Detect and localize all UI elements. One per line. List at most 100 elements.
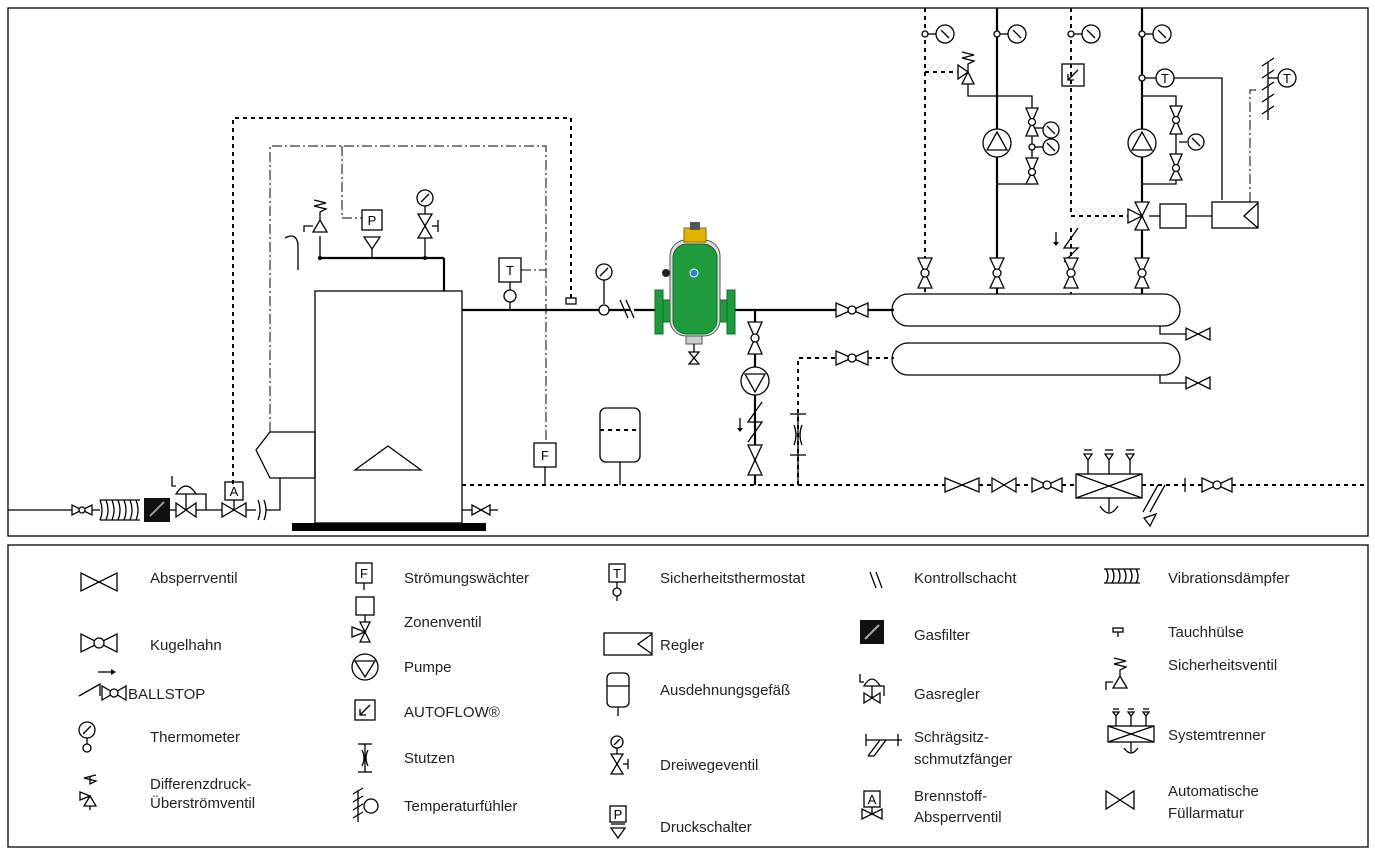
legend-frame [7,544,1369,848]
gas-regulator-icon [171,476,207,519]
legend-icon-schraegsitz [865,734,902,757]
svg-text:T: T [1283,71,1291,86]
legend-label: Tauchhülse [1168,624,1244,641]
legend-label: Vibrationsdämpfer [1168,570,1289,587]
zone-valve-icon [1127,201,1187,231]
legend-label: Temperaturfühler [404,798,517,815]
legend-icon-autoflow [354,699,376,721]
thermometer-icon [416,189,434,207]
pressure-switch-icon [362,236,382,251]
vibration-damper-icon [99,499,139,521]
gate-valve-icon [746,444,764,462]
ball-valve-icon [71,503,93,517]
legend-icon-ballstop [78,669,127,702]
inspection-check-icon [625,299,635,319]
temperature-sensor-icon: T [1261,57,1297,120]
three-way-valve-icon [416,224,434,239]
thermometer-icon [1081,24,1101,44]
system-separator-icon [1075,449,1143,514]
ball-valve-icon [747,321,763,355]
legend-label: BALLSTOP [128,686,205,703]
legend-label: schmutzfänger [914,751,1012,768]
legend-label: Automatische [1168,783,1259,800]
ball-valve-icon [1031,476,1063,494]
legend-icon-kontrollschacht [869,571,883,589]
ballstop-icon [746,401,764,443]
ballstop-icon [1062,227,1080,263]
burner [255,431,316,479]
legend-label: Kugelhahn [150,637,222,654]
legend-label: Sicherheitsventil [1168,657,1277,674]
legend-icon-kugelhahn [80,632,118,654]
legend-icon-zonenventil [351,596,375,643]
ball-valve-icon [471,503,498,517]
controller-icon [1186,201,1259,229]
gate-valve-icon [944,477,980,493]
ball-valve-icon [916,257,1006,289]
legend-label: Gasregler [914,686,980,703]
legend-icon-stroemungswaechter: F [355,562,373,590]
air-dirt-separator [654,222,736,365]
autoflow-icon [1061,63,1085,87]
legend-label: AUTOFLOW® [404,704,500,721]
ball-valve-icon [1201,476,1233,494]
legend-icon-gasregler [859,674,885,705]
thermometer-icon [595,263,613,316]
legend-label: Systemtrenner [1168,727,1266,744]
ball-valve-icon [1133,257,1151,289]
legend-icon-brennstoff: A [861,790,883,821]
legend-icon-differenzdruck [79,774,98,810]
legend-icon-thermometer [78,721,96,753]
svg-text:A: A [868,792,877,807]
legend-icon-regler [603,632,653,656]
svg-text:T: T [506,263,514,278]
legend-label: Thermometer [150,729,240,746]
diagram-frame [7,7,1369,537]
legend-label: Schrägsitz- [914,729,989,746]
gate-valve-icon [991,476,1017,494]
legend-icon-systemtrenner [1107,708,1155,754]
legend-icon-ausdehnungsgefaess [606,672,630,716]
legend-label: Dreiwegeventil [660,757,758,774]
legend-label: Brennstoff- [914,788,987,805]
legend-label: Kontrollschacht [914,570,1017,587]
legend-icon-fuellarmatur [1105,789,1135,811]
safety-thermostat-icon: T [498,257,546,310]
legend-icon-tauchhuelse [1112,627,1124,637]
legend-icon-sicherheitsventil [1105,657,1129,690]
fuel-shutoff-valve-icon: A [221,481,247,519]
legend-icon-pumpe [351,653,379,681]
legend-icon-druckschalter: P [609,805,627,840]
legend-icon-vibrationsdaempfer [1104,568,1140,584]
ball-valve-icon [835,350,869,366]
legend-label: Füllarmatur [1168,805,1244,822]
legend-icon-stutzen [358,743,372,773]
legend-label: Zonenventil [404,614,482,631]
svg-text:P: P [614,807,623,822]
legend-label: Gasfilter [914,627,970,644]
legend-label: Stutzen [404,750,455,767]
boiler-safety-group: P [284,189,446,291]
svg-text:F: F [541,448,549,463]
svg-text:T: T [1161,71,1169,86]
legend-label: Pumpe [404,659,452,676]
legend-icon-temperaturfuehler [352,787,379,822]
ball-valve-icon [1024,107,1040,185]
legend-icon-dreiwegeventil [609,735,629,775]
thermometer-icon [1152,24,1172,44]
boiler [255,290,486,531]
svg-text:F: F [360,566,368,581]
ball-valve-icon [835,302,894,318]
expansion-tank-icon [599,407,641,485]
differential-pressure-valve-icon [957,63,970,81]
y-strainer-icon [1142,478,1186,528]
legend-label: Absperrventil [150,570,238,587]
return-header [891,342,1181,376]
immersion-sleeve-icon [565,297,577,305]
legend-label: Sicherheitsthermostat [660,570,806,587]
svg-text:T: T [613,566,621,581]
legend-label: Differenzdruck- [150,776,251,793]
legend-label: Druckschalter [660,819,752,836]
